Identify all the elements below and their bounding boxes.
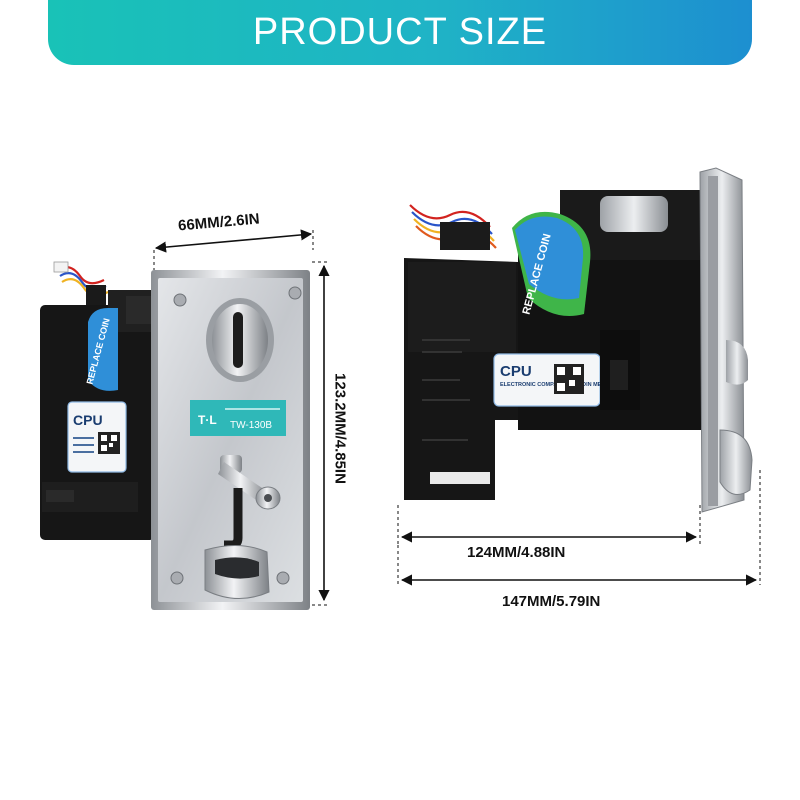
side-depth-dimension	[397, 505, 701, 545]
front-height-dimension	[312, 261, 330, 606]
side-cpu-title: CPU	[500, 363, 532, 380]
front-faceplate: T·L TW-130B	[151, 270, 310, 610]
front-view-product: REPLACE COIN CPU	[40, 261, 310, 610]
side-total-dimension	[397, 470, 761, 586]
front-plate-logo: T·L	[198, 413, 217, 427]
banner-title: PRODUCT SIZE	[252, 11, 548, 53]
side-replace-coin-sticker: REPLACE COIN	[512, 211, 591, 316]
front-wires	[53, 261, 109, 307]
front-replace-coin-sticker: REPLACE COIN	[84, 308, 118, 391]
front-height-label: 123.2MM/4.85IN	[331, 373, 349, 484]
side-wires	[409, 204, 497, 250]
front-model-label	[190, 400, 286, 436]
front-cpu-sticker: CPU	[67, 401, 127, 473]
side-depth-label: 124MM/4.88IN	[467, 544, 566, 561]
front-width-dimension	[153, 229, 314, 270]
side-view-product: REPLACE COIN CPU ELECTRONIC COMPARABLE C…	[404, 167, 753, 513]
front-cpu-title: CPU	[73, 412, 103, 428]
side-cpu-sticker: CPU ELECTRONIC COMPARABLE COIN MECH	[493, 353, 609, 407]
side-print-area	[422, 339, 470, 441]
header-banner: PRODUCT SIZE	[48, 0, 752, 65]
front-plate-model: TW-130B	[230, 420, 272, 431]
side-total-label: 147MM/5.79IN	[502, 593, 601, 610]
